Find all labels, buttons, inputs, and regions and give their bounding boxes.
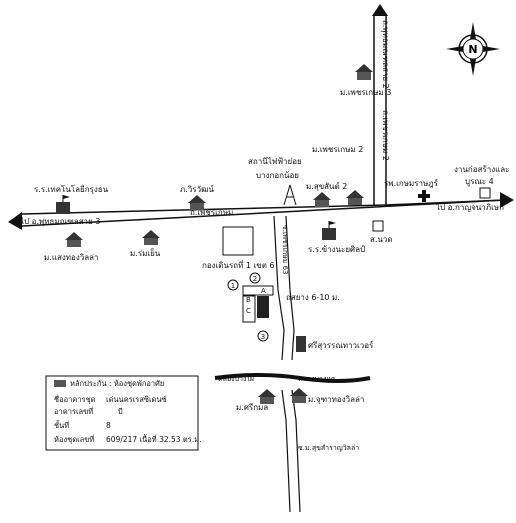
block-a-label: A <box>261 287 266 295</box>
left-road-label: ไป อ.พุทธมณฑลสาย 3 <box>19 217 100 226</box>
legend-value-1: บี <box>118 407 123 416</box>
house-icon <box>313 192 331 207</box>
main-road-label: ถ.เพชรเกษม <box>190 208 233 217</box>
legend-box: หลักประกัน : ห้องชุดพักอาศัย ชื่ออาคารชุ… <box>45 375 202 451</box>
legend-swatch <box>54 380 66 387</box>
house-icon <box>258 389 276 404</box>
school-icon <box>322 221 336 240</box>
legend-label-3: ห้องชุดเลขที่ <box>54 434 94 444</box>
place-petchkasem2: ม.เพชรเกษม 2 <box>312 145 363 154</box>
legend-value-0: เด่นนครเรสซิเดนซ์ <box>106 395 167 404</box>
house-icon <box>346 190 364 205</box>
compass-letter: N <box>468 43 477 56</box>
place-construction2: บูรณะ 4 <box>465 177 494 187</box>
side-soi-road: ซ.เพชรเกษม 63 ซ.ม.สุขสำราญวิลล่า <box>273 215 359 513</box>
place-depot: กองเดินรถที่ 1 เขต 6 <box>202 259 275 270</box>
house-icon <box>65 232 83 247</box>
canal-left-label: คลองบางไผ่ <box>218 374 254 383</box>
legend-value-3: 609/217 เนื้อที่ 32.53 ตร.ม. <box>106 434 202 444</box>
building-icon <box>296 336 306 352</box>
house-icon <box>188 195 206 210</box>
hospital-icon <box>418 190 430 202</box>
place-school: ร.ร.ข้างนะยศิลป์ <box>308 244 365 254</box>
legend-label-0: ชื่ออาคารชุด <box>54 394 96 404</box>
place-substation2: บางกอกน้อย <box>256 171 299 180</box>
north-arrow-icon: N <box>446 22 500 76</box>
legend-label-1: อาคารเลขที่ <box>54 406 93 416</box>
place-construction: งานก่อสร้างและ <box>454 165 509 174</box>
legend-title: หลักประกัน : ห้องชุดพักอาศัย <box>70 379 164 388</box>
block-b-label: B <box>246 296 251 304</box>
marker-3: 3 <box>257 330 269 342</box>
svg-text:2: 2 <box>253 275 257 283</box>
block-c-label: C <box>246 307 251 315</box>
legend-value-2: 8 <box>106 421 111 430</box>
marker-1: 1 <box>227 279 239 291</box>
place-srisuwan: ศรีสุวรรณทาวเวอร์ <box>308 340 374 350</box>
house-icon <box>355 64 373 80</box>
main-road: ไป อ.พุทธมณฑลสาย 3 ถ.เพชรเกษม ไป อ.กาญจน… <box>8 192 514 230</box>
canal-right-label: คลองบางแค <box>298 375 336 383</box>
place-saengthong: ม.แสงทองวิลล่า <box>44 253 99 262</box>
condo-site: A B C <box>242 285 274 323</box>
place-substation: สถานีไฟฟ้าย่อย <box>248 157 302 166</box>
construction-marker <box>479 187 491 199</box>
vertical-road-mid-label: ถ.เพชรเกษม 2 <box>381 110 390 161</box>
place-hospital: รพ.เกษมราษฎร์ <box>384 178 439 188</box>
school-icon <box>56 195 70 214</box>
place-wirawat: ภ.วิรวัฒน์ <box>180 184 214 194</box>
lane-distance-label: ถสยาง 6-10 ม. <box>286 293 340 302</box>
house-icon <box>142 230 160 245</box>
depot-block <box>222 226 254 256</box>
place-rajamangala: ร.ร.เทคโนโลยีกรุงธน <box>34 184 109 194</box>
soi-lower-label: ซ.ม.สุขสำราญวิลล่า <box>298 444 359 452</box>
place-sukson2: ม.สุขสันต์ 2 <box>306 181 347 191</box>
tower-icon <box>283 184 297 206</box>
place-romyen: ม.ร่มเย็น <box>130 248 161 258</box>
svg-text:3: 3 <box>261 333 265 341</box>
legend-label-2: ชั้นที่ <box>54 420 69 430</box>
samnao-marker <box>372 220 384 232</box>
vertical-road-label: ถ.พุทธมณฑลสาย 2 <box>381 20 390 89</box>
place-petchkasem3: ม.เพชรเกษม 3 <box>340 88 391 97</box>
place-sritrakul: ม.ศรีกมล <box>236 403 268 412</box>
place-samnao: ส.นวด <box>370 235 393 244</box>
house-icon <box>290 388 308 403</box>
svg-text:1: 1 <box>231 282 235 290</box>
right-road-label: ไป อ.กาญจนาภิเษก <box>435 203 504 212</box>
vertical-road: ถ.พุทธมณฑลสาย 2 ถ.เพชรเกษม 2 <box>372 4 390 205</box>
canal: คลองบางไผ่ คลองบางแค <box>214 373 371 386</box>
marker-2: 2 <box>249 272 261 284</box>
side-soi-label: ซ.เพชรเกษม 63 <box>281 225 289 275</box>
place-chuthathong: ม.จุฑาทองวิลล่า <box>308 395 364 404</box>
